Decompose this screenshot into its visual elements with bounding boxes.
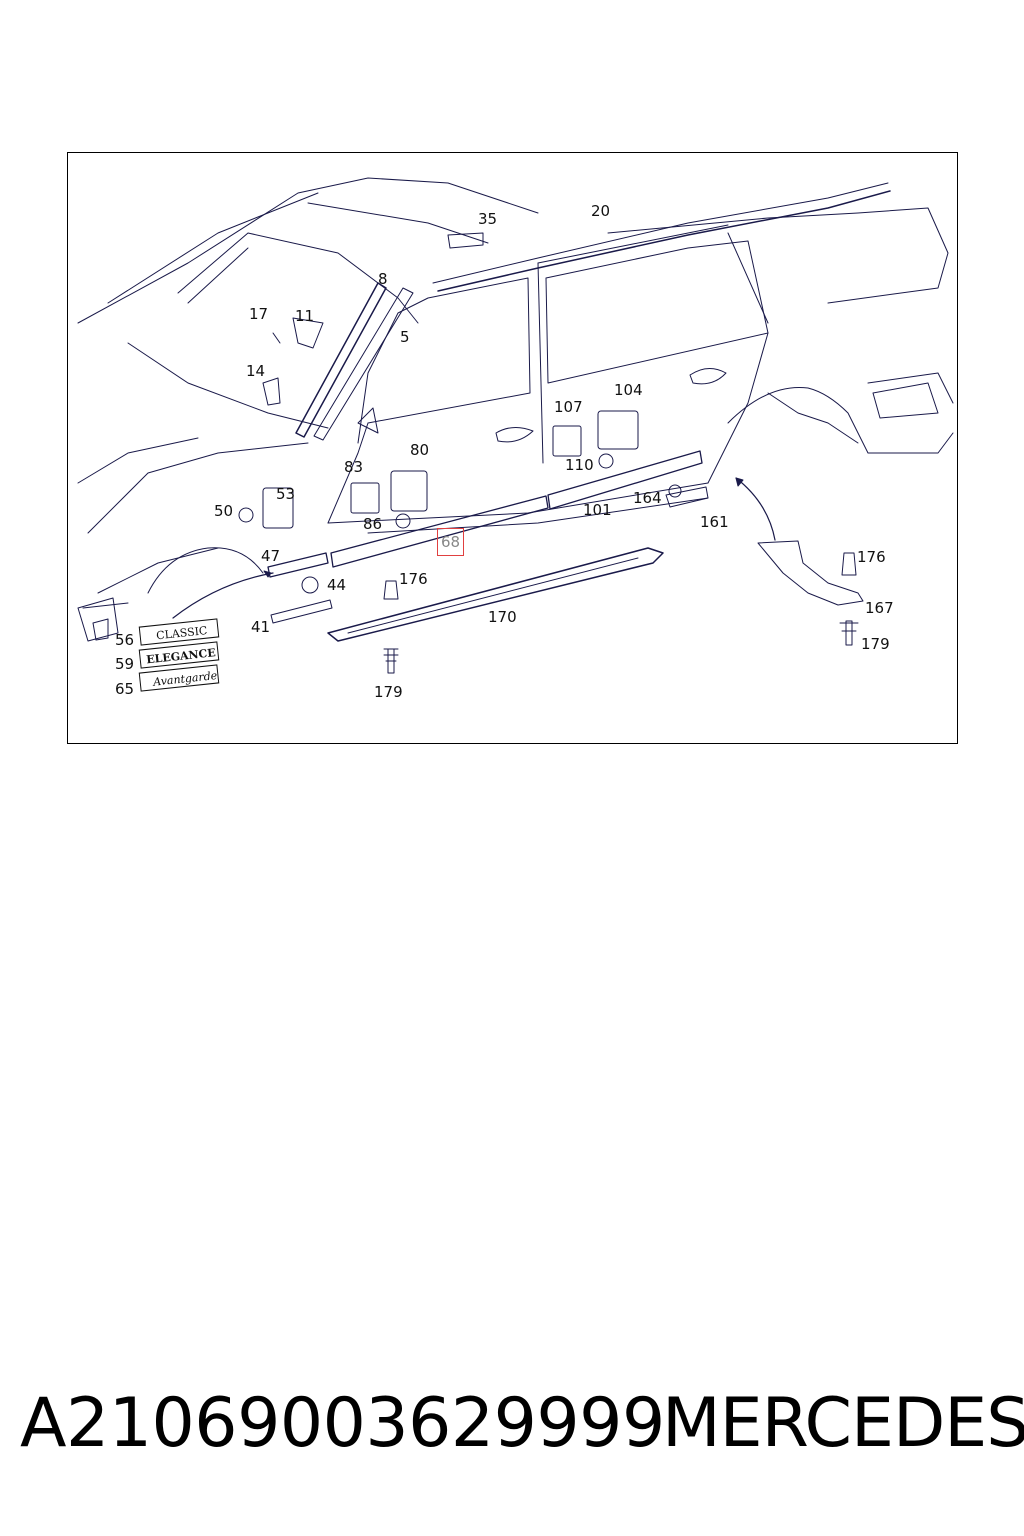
callout-20: 20 [591,202,611,220]
callout-83: 83 [344,458,364,476]
callout-179-right: 179 [861,635,890,653]
callout-101: 101 [583,501,612,519]
callout-11: 11 [295,307,315,325]
callout-65: 65 [115,680,135,698]
callout-179-left: 179 [374,683,403,701]
callout-170: 170 [488,608,517,626]
badge-classic: CLASSIC [156,624,208,642]
callout-164: 164 [633,489,662,507]
callout-167: 167 [865,599,894,617]
callout-41: 41 [251,618,271,636]
callout-17: 17 [249,305,269,323]
callout-110: 110 [565,456,594,474]
callout-161: 161 [700,513,729,531]
callout-56: 56 [115,631,135,649]
car-side-illustration: CLASSIC ELEGANCE Avantgarde [77,177,954,692]
brand-name: MERCEDES [662,1384,1024,1463]
callout-59: 59 [115,655,135,673]
part-number: A21069003629999 [20,1384,665,1463]
callout-8: 8 [378,270,388,288]
callout-107: 107 [554,398,583,416]
callout-14: 14 [246,362,266,380]
callout-5: 5 [400,328,410,346]
model-badges: CLASSIC ELEGANCE Avantgarde [138,618,220,692]
callout-50: 50 [214,502,234,520]
callout-35: 35 [478,210,498,228]
callout-68-highlighted: 68 [437,528,465,556]
callout-86: 86 [363,515,383,533]
callout-104: 104 [614,381,643,399]
parts-diagram: CLASSIC ELEGANCE Avantgarde 35 20 8 17 1… [67,152,958,744]
callout-176-left: 176 [399,570,428,588]
callout-53: 53 [276,485,296,503]
callout-80: 80 [410,441,430,459]
callout-47: 47 [261,547,281,565]
callout-44: 44 [327,576,347,594]
callout-176-right: 176 [857,548,886,566]
